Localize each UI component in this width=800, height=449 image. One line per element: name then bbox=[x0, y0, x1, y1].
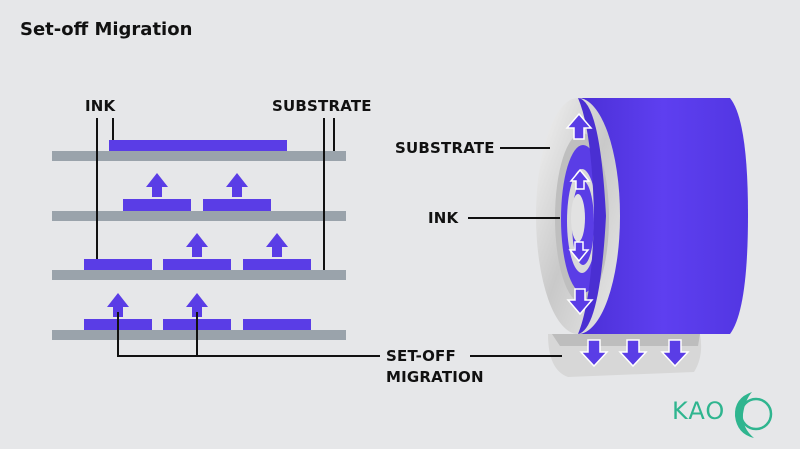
ink-block bbox=[203, 199, 271, 211]
kao-logo-mark bbox=[734, 392, 773, 438]
up-arrows-left bbox=[107, 173, 288, 317]
up-arrow-icon bbox=[226, 173, 248, 197]
up-arrow-icon bbox=[565, 112, 593, 140]
substrate-stack bbox=[52, 151, 346, 340]
down-arrow-icon bbox=[568, 241, 590, 263]
leader-lines-right bbox=[468, 147, 562, 357]
ink-block bbox=[109, 140, 287, 151]
down-arrow-icon bbox=[566, 288, 594, 316]
ink-block bbox=[163, 259, 231, 270]
up-arrow-icon bbox=[569, 168, 591, 190]
substrate-layer-1 bbox=[52, 151, 346, 161]
setoff-leader-line bbox=[117, 312, 380, 357]
substrate-layer-2 bbox=[52, 211, 346, 221]
substrate-layer-3 bbox=[52, 270, 346, 280]
up-arrow-icon bbox=[186, 233, 208, 257]
roll-outer-ink bbox=[578, 98, 606, 334]
down-arrow-icon bbox=[579, 339, 609, 368]
ink-block bbox=[84, 259, 152, 270]
down-arrow-icon bbox=[618, 339, 648, 368]
substrate-label-right: SUBSTRATE bbox=[395, 139, 495, 157]
leader-lines-left bbox=[96, 118, 380, 357]
roll-arrows bbox=[565, 112, 690, 368]
ink-block bbox=[243, 259, 311, 270]
up-arrow-icon bbox=[146, 173, 168, 197]
substrate-layer-4 bbox=[52, 330, 346, 340]
setoff-label-line2: MIGRATION bbox=[386, 368, 484, 386]
ink-label-left: INK bbox=[85, 97, 116, 115]
ink-block bbox=[123, 199, 191, 211]
ink-block bbox=[243, 319, 311, 330]
down-arrow-icon bbox=[660, 339, 690, 368]
substrate-label-left: SUBSTRATE bbox=[272, 97, 372, 115]
substrate-roll bbox=[536, 98, 748, 377]
setoff-label-line1: SET-OFF bbox=[386, 347, 456, 365]
roll-body bbox=[578, 98, 748, 334]
up-arrow-icon bbox=[266, 233, 288, 257]
roll-spiral-core bbox=[571, 194, 585, 242]
ink-label-right: INK bbox=[428, 209, 459, 227]
page-title: Set-off Migration bbox=[20, 19, 193, 40]
kao-logo-text: KAO bbox=[672, 397, 726, 425]
